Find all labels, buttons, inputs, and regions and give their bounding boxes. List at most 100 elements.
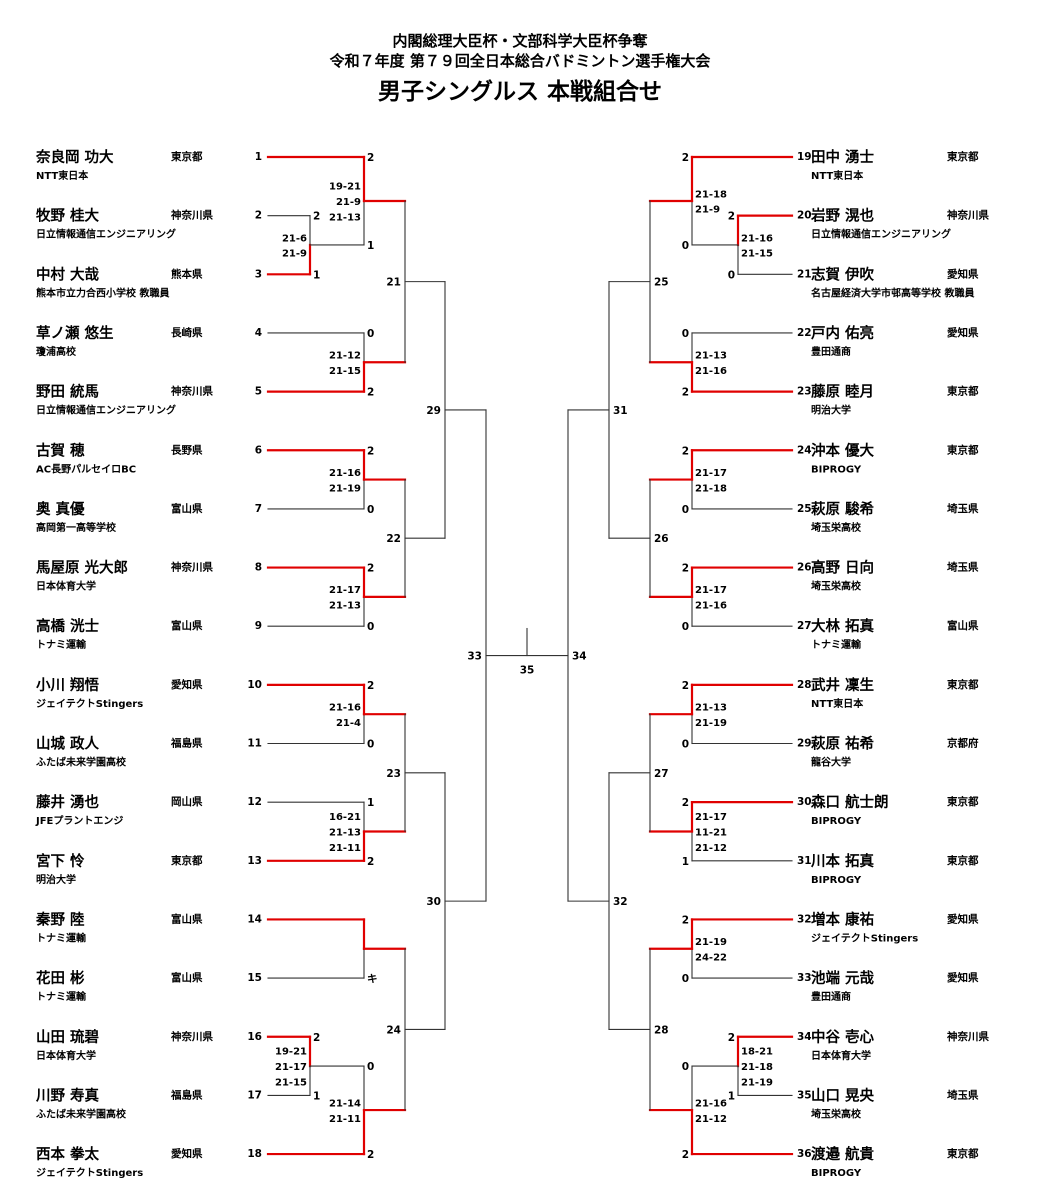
games-won: 2 — [367, 445, 374, 457]
player-prefecture: 熊本県 — [171, 267, 203, 280]
draw-number: 19 — [797, 151, 812, 163]
games-won: 0 — [682, 621, 689, 633]
games-won: 2 — [367, 856, 374, 868]
game-score: 21-17 — [329, 585, 361, 596]
draw-number: 36 — [797, 1148, 812, 1160]
player-prefecture: 神奈川県 — [171, 1030, 213, 1043]
player-name: 奈良岡 功大 — [35, 148, 114, 166]
player-name: 戸内 佑亮 — [811, 324, 874, 342]
draw-number: 11 — [247, 738, 262, 750]
player-prefecture: 岡山県 — [171, 795, 203, 808]
player-prefecture: 富山県 — [171, 971, 203, 984]
game-score: 11-21 — [695, 827, 727, 838]
player-prefecture: 東京都 — [171, 854, 203, 867]
player-team: 龍谷大学 — [811, 756, 851, 769]
draw-number: 27 — [797, 620, 812, 632]
match-number: 26 — [654, 533, 669, 545]
player-prefecture: 愛知県 — [171, 678, 203, 691]
player-prefecture: 富山県 — [171, 502, 203, 515]
player-name: 花田 彬 — [36, 969, 85, 987]
player-prefecture: 愛知県 — [947, 971, 979, 984]
player-name: 中谷 壱心 — [811, 1028, 875, 1046]
draw-number: 25 — [797, 503, 812, 515]
player-prefecture: 福島県 — [170, 737, 203, 750]
games-won: 2 — [728, 211, 735, 223]
final-match-number: 35 — [520, 665, 535, 677]
player-name: 藤井 湧也 — [36, 793, 100, 811]
game-score: 21-9 — [695, 205, 720, 216]
draw-number: 34 — [797, 1031, 812, 1043]
player-name: 西本 拳太 — [36, 1145, 100, 1163]
player-name: 山城 政人 — [36, 735, 100, 753]
games-won: 2 — [682, 387, 689, 399]
games-won: 2 — [367, 152, 374, 164]
game-score: 21-17 — [695, 812, 727, 823]
game-score: 21-18 — [695, 189, 727, 200]
player-prefecture: 東京都 — [947, 1147, 979, 1160]
match-number: 23 — [386, 768, 401, 780]
player-team: BIPROGY — [811, 1168, 862, 1179]
player-name: 大林 拓真 — [811, 617, 875, 635]
match-number: 31 — [613, 405, 628, 417]
games-won: キ — [367, 973, 378, 985]
game-score: 21-9 — [336, 197, 361, 208]
games-won: 1 — [367, 797, 374, 809]
games-won: 2 — [682, 152, 689, 164]
games-won: 1 — [313, 269, 320, 281]
draw-number: 28 — [797, 679, 812, 691]
draw-number: 20 — [797, 210, 812, 222]
player-name: 牧野 桂大 — [36, 207, 100, 225]
match-number: 34 — [572, 651, 587, 663]
games-won: 2 — [728, 1032, 735, 1044]
player-name: 古賀 穂 — [36, 441, 85, 459]
player-team: 名古屋経済大学市邨高等学校 教職員 — [811, 286, 974, 299]
player-prefecture: 富山県 — [947, 619, 979, 632]
draw-number: 6 — [255, 444, 262, 456]
draw-number: 12 — [247, 796, 262, 808]
game-score: 21-15 — [741, 249, 773, 260]
player-name: 山口 晃央 — [811, 1086, 875, 1104]
game-score: 21-9 — [282, 249, 307, 260]
games-won: 0 — [367, 328, 374, 340]
game-score: 21-16 — [741, 233, 773, 244]
game-score: 21-11 — [329, 1114, 361, 1125]
games-won: 0 — [682, 240, 689, 252]
player-team: 明治大学 — [811, 404, 851, 417]
draw-number: 30 — [797, 796, 812, 808]
player-team: NTT東日本 — [36, 169, 89, 182]
games-won: 0 — [367, 1061, 374, 1073]
title-line-2: 令和７年度 第７９回全日本総合バドミントン選手権大会 — [329, 52, 711, 70]
player-team: 日立情報通信エンジニアリング — [36, 404, 176, 417]
draw-number: 15 — [247, 972, 262, 984]
player-team: 埼玉栄高校 — [811, 1107, 862, 1120]
player-name: 秦野 陸 — [35, 910, 85, 928]
games-won: 0 — [682, 739, 689, 751]
player-prefecture: 富山県 — [171, 619, 203, 632]
game-score: 21-13 — [329, 827, 361, 838]
player-team: ジェイテクトStingers — [36, 698, 143, 710]
player-team: 埼玉栄高校 — [811, 580, 862, 593]
draw-number: 10 — [247, 679, 262, 691]
player-prefecture: 富山県 — [171, 912, 203, 925]
player-team: トナミ運輸 — [36, 931, 87, 944]
player-prefecture: 神奈川県 — [171, 209, 213, 222]
draw-number: 16 — [247, 1031, 262, 1043]
player-name: 高橋 洸士 — [36, 617, 100, 635]
match-number: 29 — [426, 405, 441, 417]
game-score: 21-18 — [695, 483, 727, 494]
player-prefecture: 東京都 — [947, 443, 979, 456]
draw-number: 2 — [255, 210, 262, 222]
player-prefecture: 神奈川県 — [947, 1030, 989, 1043]
player-prefecture: 愛知県 — [947, 267, 979, 280]
player-prefecture: 東京都 — [947, 678, 979, 691]
games-won: 2 — [682, 680, 689, 692]
games-won: 1 — [367, 240, 374, 252]
match-number: 30 — [426, 896, 441, 908]
player-prefecture: 埼玉県 — [947, 561, 979, 574]
player-name: 萩原 祐希 — [811, 735, 874, 753]
player-name: 池端 元哉 — [811, 969, 875, 987]
player-name: 中村 大哉 — [36, 265, 100, 283]
games-won: 2 — [367, 1149, 374, 1161]
draw-number: 17 — [247, 1089, 262, 1101]
player-prefecture: 愛知県 — [947, 912, 979, 925]
